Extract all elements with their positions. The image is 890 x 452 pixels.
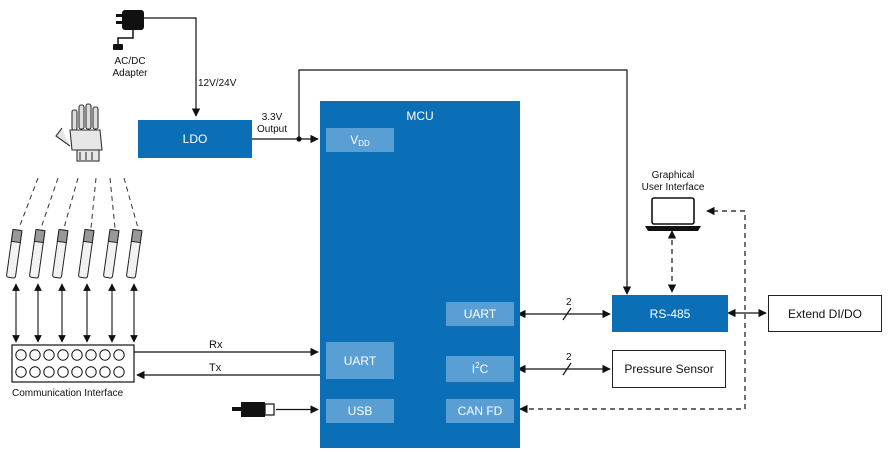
finger-sensor-icon: [29, 228, 46, 279]
sensor-comm-arrows: [12, 283, 138, 343]
canfd-pin: CAN FD: [446, 399, 514, 423]
ldo-block: LDO: [138, 120, 252, 158]
adapter-label-line2: Adapter: [112, 68, 148, 79]
uart-bus-width: 2: [566, 297, 572, 308]
canfd-label: CAN FD: [457, 404, 503, 418]
comm-interface-label: Communication Interface: [12, 388, 124, 399]
finger-sensor-icon: [78, 228, 95, 279]
finger-sensor-icon: [6, 228, 23, 279]
gui-label-line1: Graphical: [651, 170, 695, 181]
connector-icon: [11, 344, 135, 383]
power-adapter-icon: [113, 10, 144, 50]
mcu-title: MCU: [406, 109, 434, 123]
projection-lines: [18, 177, 139, 229]
uart-right-label: UART: [463, 307, 497, 321]
uart-left-pin: UART: [326, 342, 394, 379]
ldo-output-line: [252, 69, 632, 295]
vdd-label: V: [350, 133, 359, 147]
laptop-icon: [645, 197, 701, 231]
usb-pin: USB: [326, 399, 394, 423]
extend-dido-block: Extend DI/DO: [768, 295, 882, 332]
pressure-sensor-block: Pressure Sensor: [612, 350, 726, 388]
uart-left-label: UART: [343, 353, 377, 368]
ldo-label: LDO: [182, 132, 208, 146]
finger-sensor-icon: [126, 228, 143, 279]
finger-sensor-icon: [103, 228, 120, 279]
vdd-subscript: DD: [358, 138, 370, 148]
finger-sensors: [6, 228, 143, 279]
adapter-label-line1: AC/DC: [114, 56, 146, 67]
i2c-label: I: [471, 362, 476, 376]
finger-sensor-icon: [52, 228, 69, 279]
canfd-laptop-dashed: [519, 206, 746, 414]
i2c-bus-width: 2: [566, 352, 572, 363]
adapter-to-ldo-line: [144, 17, 201, 117]
i2c-tail: C: [479, 362, 489, 376]
rx-tx-lines: [134, 347, 320, 380]
usb-plug-icon: [232, 402, 319, 417]
mcu-block: MCU: [320, 101, 520, 448]
usb-label: USB: [347, 404, 373, 418]
i2c-pressure-link: [517, 362, 611, 376]
uart-right-pin: UART: [446, 302, 514, 326]
pressure-sensor-label: Pressure Sensor: [624, 362, 714, 376]
tx-label: Tx: [209, 362, 222, 374]
rs485-label: RS-485: [649, 306, 691, 321]
output-label: Output: [256, 124, 288, 135]
rx-label: Rx: [209, 339, 223, 351]
rs485-block: RS-485: [612, 295, 728, 332]
uart-rs485-link: [517, 307, 611, 321]
extend-dido-label: Extend DI/DO: [787, 306, 863, 321]
output-voltage-label: 3.3V: [261, 112, 283, 123]
input-voltage-label: 12V/24V: [198, 78, 237, 89]
i2c-superscript: 2: [475, 360, 480, 370]
robotic-hand-icon: [55, 103, 103, 162]
gui-label-line2: User Interface: [641, 182, 705, 193]
